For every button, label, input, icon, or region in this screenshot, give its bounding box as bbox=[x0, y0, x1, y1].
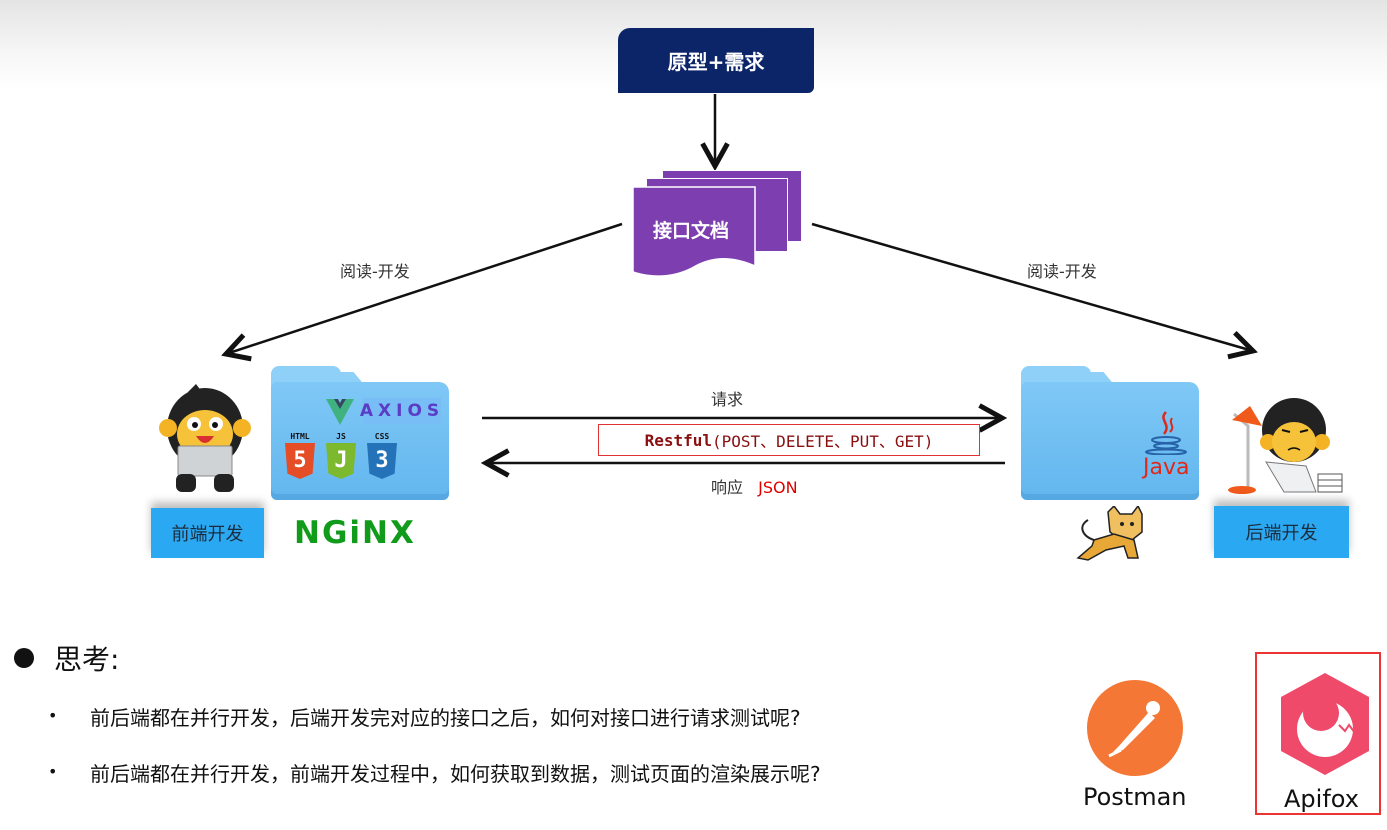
js-logo-icon: J bbox=[326, 443, 356, 479]
question-bullet-icon: • bbox=[48, 762, 58, 781]
request-label: 请求 bbox=[711, 390, 744, 409]
postman-label: Postman bbox=[1083, 783, 1187, 811]
tomcat-logo-icon bbox=[1076, 506, 1143, 561]
backend-developer-mascot bbox=[1228, 398, 1343, 494]
axios-logo-icon: AXIOS bbox=[360, 398, 441, 424]
html-caption: HTML bbox=[290, 432, 310, 441]
prototype-requirements-box: 原型+需求 bbox=[618, 28, 814, 93]
css-caption: CSS bbox=[374, 432, 390, 441]
prototype-requirements-label: 原型+需求 bbox=[667, 50, 765, 74]
backend-folder bbox=[1021, 366, 1199, 500]
frontend-developer-mascot bbox=[159, 384, 251, 492]
js-caption: JS bbox=[336, 432, 346, 441]
section-bullet-icon bbox=[14, 648, 34, 668]
restful-keyword: Restful bbox=[644, 430, 713, 450]
postman-logo-icon bbox=[1087, 680, 1183, 776]
api-document-label: 接口文档 bbox=[652, 220, 729, 242]
vue-logo-icon bbox=[326, 399, 354, 425]
api-document-stack: 接口文档 bbox=[632, 170, 802, 278]
html5-logo-icon: 5 bbox=[285, 443, 315, 479]
thinking-title: 思考: bbox=[54, 643, 120, 676]
nginx-logo: NGiNX bbox=[294, 515, 416, 551]
backend-developer-button: 后端开发 bbox=[1214, 506, 1349, 558]
java-logo-text: Java bbox=[1143, 455, 1190, 480]
question-bullet-icon: • bbox=[48, 706, 58, 725]
apifox-logo-icon bbox=[1281, 673, 1369, 775]
apifox-highlight-frame bbox=[1255, 652, 1381, 815]
json-format-label: JSON bbox=[758, 478, 798, 497]
question-item: 前后端都在并行开发，前端开发过程中，如何获取到数据，测试页面的渲染展示呢? bbox=[90, 762, 821, 786]
java-cup-icon bbox=[1145, 411, 1187, 455]
question-item: 前后端都在并行开发，后端开发完对应的接口之后，如何对接口进行请求测试呢? bbox=[90, 706, 801, 730]
right-edge-label: 阅读-开发 bbox=[1027, 262, 1097, 281]
restful-methods: (POST、DELETE、PUT、GET) bbox=[712, 432, 934, 451]
restful-methods-box: Restful (POST、DELETE、PUT、GET) bbox=[598, 424, 980, 456]
arrow-doc-to-backend bbox=[811, 222, 1253, 351]
response-label: 响应 bbox=[711, 478, 744, 497]
apifox-label: Apifox bbox=[1284, 785, 1359, 813]
left-edge-label: 阅读-开发 bbox=[340, 262, 410, 281]
arrow-doc-to-frontend bbox=[226, 222, 623, 354]
css3-logo-icon: 3 bbox=[367, 443, 397, 479]
response-label-group: 响应 JSON bbox=[711, 474, 798, 498]
doc-sheet-front bbox=[632, 186, 756, 277]
frontend-developer-button: 前端开发 bbox=[151, 508, 264, 558]
